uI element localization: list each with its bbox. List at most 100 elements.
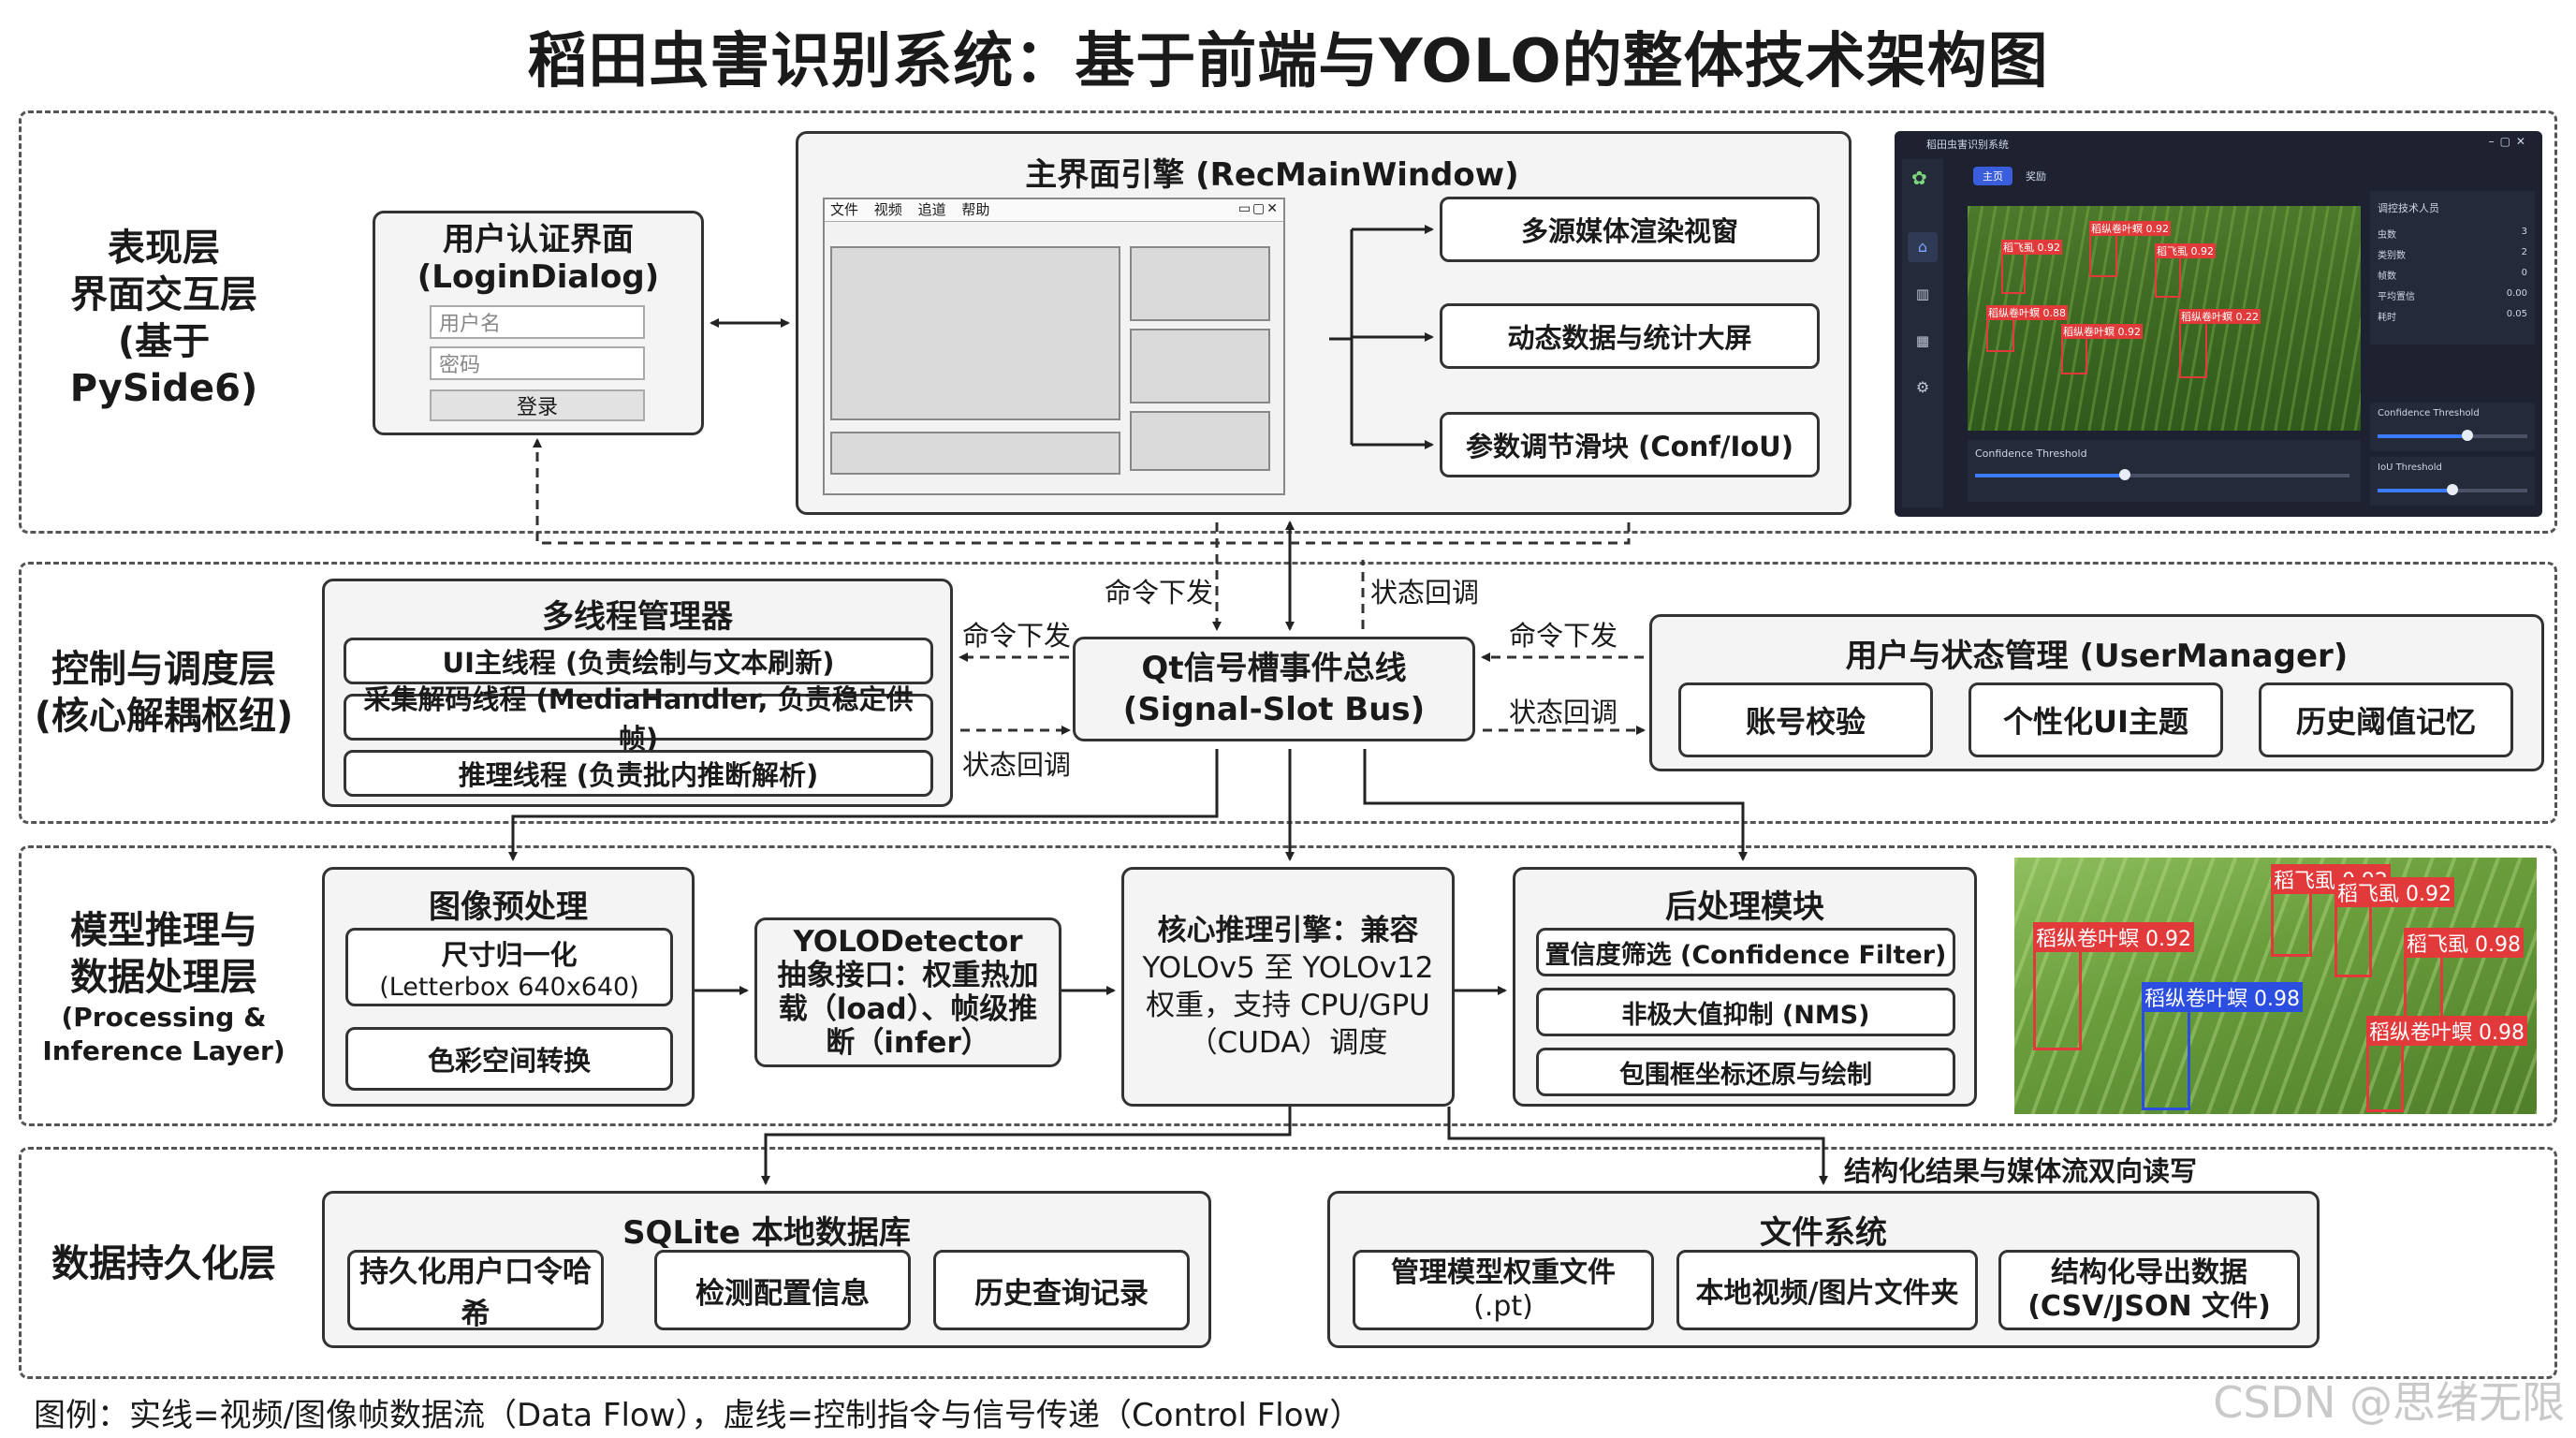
conf-slider[interactable] (2378, 430, 2527, 441)
app-tab-reward[interactable]: 奖励 (2026, 170, 2046, 183)
model-layer (19, 845, 2557, 1126)
filesystem-title: 文件系统 (1760, 1214, 1887, 1252)
photo-box-5: 稻飞虱 0.98 (2404, 928, 2524, 1028)
bottom-conf-knob[interactable] (2119, 469, 2130, 480)
inference-engine-box: 核心推理引擎：兼容 YOLOv5 至 YOLOv12 权重，支持 CPU/GPU… (1121, 867, 1455, 1107)
conf-knob[interactable] (2462, 430, 2473, 441)
stats-dashboard: 动态数据与统计大屏 (1440, 303, 1820, 369)
control-label-line1: 控制与调度层 (51, 648, 276, 691)
bus-line2: (Signal-Slot Bus) (1122, 691, 1426, 728)
letterbox-line2: (Letterbox 640x640) (379, 972, 639, 1002)
postprocess-box: 后处理模块 置信度筛选 (Confidence Filter) 非极大值抑制 (… (1513, 867, 1977, 1107)
data-layer (19, 1147, 2557, 1379)
model-label-line2: 数据处理层 (70, 956, 257, 999)
app-window-title: 稻田虫害识别系统 (1926, 139, 2009, 151)
cmd-label-right: 命令下发 (1509, 620, 1618, 652)
signal-slot-bus: Qt信号槽事件总线 (Signal-Slot Bus) (1073, 637, 1475, 741)
detect-box-6: 稻纵卷叶螟 0.92 (2061, 324, 2143, 374)
yolo-detector-box: YOLODetector 抽象接口：权重热加 载（load）、帧级推 断（inf… (754, 917, 1061, 1067)
window-controls-icon[interactable]: ▭▢✕ (1237, 201, 1280, 216)
menu-video[interactable]: 视频 (873, 201, 902, 218)
engine-line4: （CUDA）调度 (1188, 1026, 1388, 1060)
iou-label: IoU Threshold (2378, 462, 2442, 473)
photo-box-6: 稻纵卷叶螟 0.98 (2366, 1016, 2527, 1112)
iou-knob[interactable] (2447, 484, 2458, 495)
photo-box-2: 稻飞虱 0.92 (2334, 877, 2454, 977)
app-panel-title: 调控技术人员 (2378, 202, 2439, 214)
app-screenshot: 稻田虫害识别系统 –▢✕ ✿ ⌂ ▥ ▦ ⚙ 主页 奖励 稻纵卷叶螟 0.92 … (1895, 131, 2542, 517)
mockup-panel-2 (1130, 329, 1270, 404)
login-title-line2: (LoginDialog) (417, 258, 660, 296)
export-line1: 结构化导出数据 (2051, 1256, 2247, 1289)
detect-box-2: 稻飞虱 0.92 (2001, 240, 2062, 294)
detector-line1: YOLODetector (793, 925, 1023, 959)
control-layer (19, 562, 2557, 824)
bus-line1: Qt信号槽事件总线 (1141, 650, 1407, 687)
media-folder: 本地视频/图片文件夹 (1676, 1250, 1978, 1330)
sqlite-title: SQLite 本地数据库 (622, 1214, 911, 1252)
weights-store: 管理模型权重文件 (.pt) (1353, 1250, 1654, 1330)
home-icon[interactable]: ⌂ (1908, 232, 1938, 262)
conf-fill (2378, 434, 2467, 438)
username-field[interactable]: 用户名 (430, 305, 645, 339)
gear-icon[interactable]: ⚙ (1915, 378, 1930, 396)
weights-line2: (.pt) (1473, 1290, 1533, 1323)
main-window-title: 主界面引擎 (RecMainWindow) (1025, 156, 1519, 194)
watermark: CSDN @思绪无限 (2213, 1377, 2565, 1428)
detector-line2: 抽象接口：权重热加 (777, 959, 1039, 992)
menu-channel[interactable]: 追道 (917, 201, 946, 218)
status-label-left: 状态回调 (962, 749, 1072, 781)
login-button[interactable]: 登录 (430, 389, 645, 421)
status-label-top: 状态回调 (1370, 577, 1480, 609)
app-iou-panel: IoU Threshold (2370, 457, 2535, 506)
login-title-line1: 用户认证界面 (443, 221, 634, 258)
filesystem-box: 文件系统 管理模型权重文件 (.pt) 本地视频/图片文件夹 结构化导出数据 (… (1327, 1191, 2320, 1348)
login-dialog-box: 用户认证界面 (LoginDialog) 用户名 密码 登录 (373, 211, 704, 435)
preprocess-title: 图像预处理 (429, 888, 588, 926)
menu-help[interactable]: 帮助 (961, 201, 990, 218)
account-check: 账号校验 (1678, 682, 1933, 757)
bottom-conf-fill (1975, 474, 2125, 477)
model-label-line1: 模型推理与 (70, 909, 257, 952)
mockup-bottom-bar (830, 432, 1120, 475)
detect-box-1: 稻纵卷叶螟 0.92 (2089, 221, 2171, 277)
menu-file[interactable]: 文件 (830, 201, 859, 218)
photo-box-4: 稻纵卷叶螟 0.98 (2142, 982, 2303, 1110)
user-manager-title: 用户与状态管理 (UserManager) (1845, 638, 2349, 675)
status-label-right: 状态回调 (1509, 697, 1618, 728)
postprocess-title: 后处理模块 (1665, 888, 1824, 926)
grid-icon[interactable]: ▦ (1915, 332, 1930, 349)
detect-box-5: 稻纵卷叶螟 0.22 (2179, 309, 2261, 378)
presentation-layer (19, 110, 2557, 534)
detect-box-3: 稻飞虱 0.92 (2155, 243, 2216, 298)
photo-box-3: 稻纵卷叶螟 0.92 (2033, 922, 2194, 1050)
password-hash-store: 持久化用户口令哈希 (347, 1250, 604, 1331)
confidence-filter: 置信度筛选 (Confidence Filter) (1536, 928, 1955, 976)
app-video-view: 稻纵卷叶螟 0.92 稻飞虱 0.92 稻飞虱 0.92 稻纵卷叶螟 0.88 … (1968, 206, 2361, 431)
bottom-conf-slider[interactable] (1975, 469, 2349, 480)
chart-icon[interactable]: ▥ (1915, 286, 1930, 302)
letterbox-resize: 尺寸归一化 (Letterbox 640x640) (345, 928, 673, 1006)
app-tab-home[interactable]: 主页 (1973, 167, 2012, 185)
bus-to-preprocess-arrow (508, 749, 1219, 861)
bottom-conf-label: Confidence Threshold (1975, 448, 2087, 460)
bus-to-postprocess-arrow (1363, 749, 1748, 861)
engine-to-fs-arrow (1447, 1107, 1828, 1185)
iou-fill (2378, 489, 2452, 492)
app-sidebar: ✿ ⌂ ▥ ▦ ⚙ (1902, 159, 1943, 507)
engine-line3: 权重，支持 CPU/GPU (1146, 989, 1430, 1022)
color-space-convert: 色彩空间转换 (345, 1027, 673, 1091)
app-conf-panel: Confidence Threshold (2370, 403, 2535, 451)
param-slider: 参数调节滑块 (Conf/IoU) (1440, 412, 1820, 477)
inference-thread: 推理线程 (负责批内推断解析) (344, 750, 933, 797)
mockup-panel-1 (1130, 246, 1270, 321)
cmd-label-top: 命令下发 (1105, 577, 1214, 609)
iou-slider[interactable] (2378, 484, 2527, 495)
password-field[interactable]: 密码 (430, 346, 645, 380)
